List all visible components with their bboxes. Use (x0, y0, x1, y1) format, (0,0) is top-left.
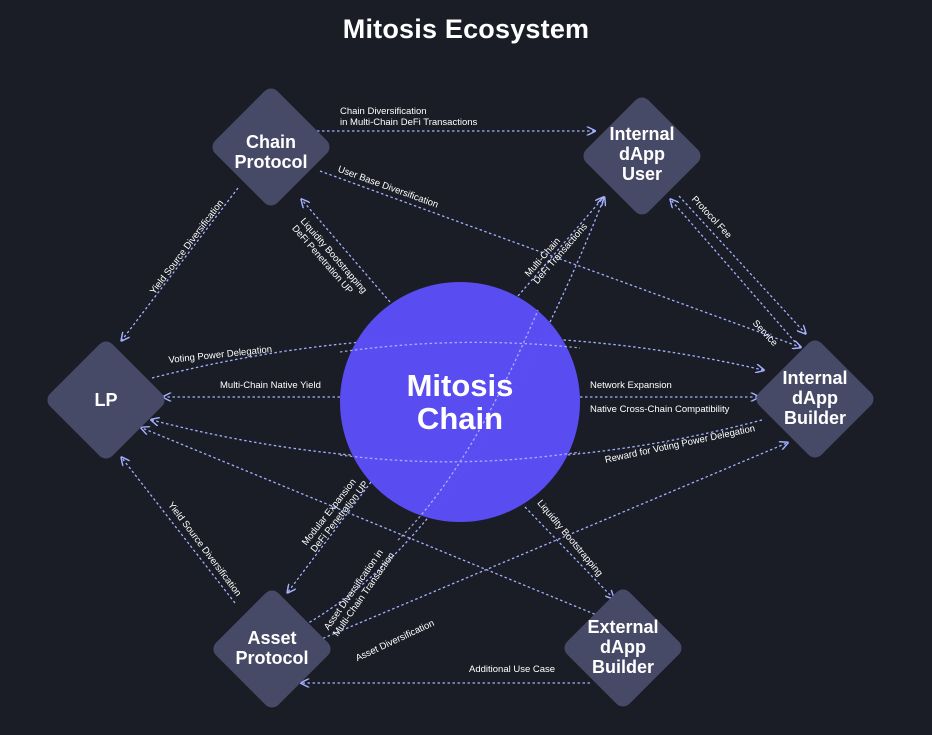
edge-liquidity-bootstrapping-bottom (524, 506, 613, 598)
node-external-dapp-builder: External dApp Builder (587, 617, 659, 677)
asset-protocol-diamond[interactable] (210, 587, 334, 711)
chain-protocol-diamond[interactable] (209, 85, 333, 209)
edge-modular-expansion (288, 469, 381, 592)
edge-yield-source-bottom (122, 458, 236, 604)
edge-multi-chain-defi (517, 198, 603, 297)
label-chain-diversification: Chain Diversification in Multi-Chain DeF… (340, 106, 478, 128)
edge-asset-div-multichain (291, 198, 604, 633)
node-internal-dapp-user: Internal dApp User (609, 124, 675, 184)
mitosis-chain-circle (340, 282, 580, 522)
node-chain-protocol: Chain Protocol (234, 132, 308, 172)
internal-builder-diamond[interactable] (753, 337, 877, 461)
edge-liquidity-bootstrapping-top (302, 200, 391, 303)
edge-external-to-lp (142, 428, 605, 619)
node-internal-dapp-builder: Internal dApp Builder (782, 368, 848, 428)
label-additional-use-case: Additional Use Case (469, 664, 556, 675)
edge-yield-source-top (122, 187, 239, 340)
node-lp: LP (94, 390, 118, 410)
edge-service (671, 200, 796, 343)
internal-user-diamond[interactable] (580, 94, 704, 218)
edge-asset-diversification (299, 443, 787, 649)
label-multi-chain-native-yield: Multi-Chain Native Yield (220, 380, 321, 391)
edge-overlay-voting (339, 341, 581, 353)
edge-protocol-fee (678, 195, 805, 333)
edge-user-base-diversification (319, 170, 800, 347)
label-native-cross-chain: Native Cross-Chain Compatibility (590, 404, 730, 415)
lp-diamond[interactable] (44, 338, 168, 462)
node-asset-protocol: Asset Protocol (235, 628, 309, 668)
diagram-title: Mitosis Ecosystem (342, 14, 590, 44)
center-mitosis-chain: Mitosis Chain (406, 368, 514, 436)
edge-overlay-asset-div (397, 309, 539, 541)
label-network-expansion: Network Expansion (590, 380, 672, 391)
external-builder-diamond[interactable] (561, 586, 685, 710)
